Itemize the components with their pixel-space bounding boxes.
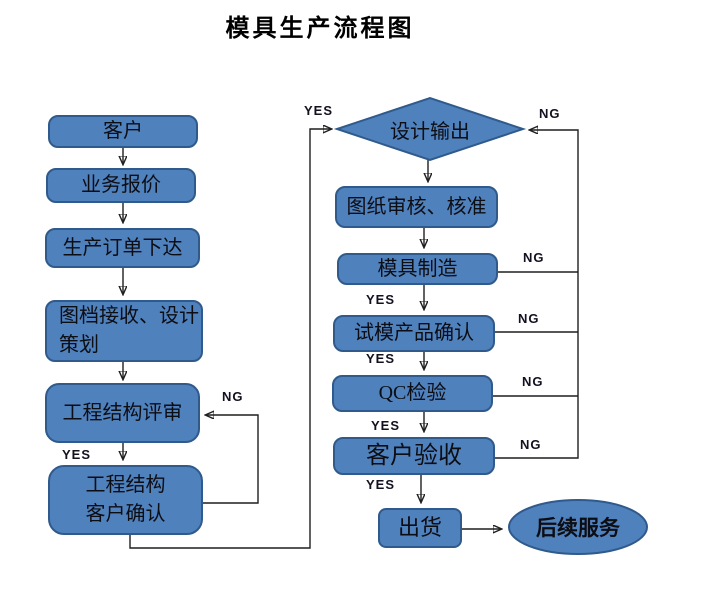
node-shipment: 出货 (378, 508, 462, 548)
node-qc-inspection: QC检验 (332, 375, 493, 412)
edge-confirm-design-yes (129, 129, 331, 549)
node-mold-manufacturing: 模具制造 (337, 253, 498, 285)
edge-confirm-review-ng (203, 415, 259, 504)
edge-label-yes: YES (366, 477, 396, 492)
edge-accept-ng-rail (495, 130, 579, 459)
node-customer: 客户 (48, 115, 198, 148)
edge-label-ng: NG (539, 106, 561, 121)
edge-label-yes: YES (366, 292, 396, 307)
node-drawing-approval: 图纸审核、核准 (335, 186, 498, 228)
edge-label-yes: YES (62, 447, 92, 462)
edge-label-yes: YES (371, 418, 401, 433)
edge-label-ng: NG (522, 374, 544, 389)
node-structure-review: 工程结构评审 (45, 383, 200, 443)
page-title: 模具生产流程图 (225, 16, 415, 42)
edge-label-yes: YES (366, 351, 396, 366)
edge-label-ng: NG (518, 311, 540, 326)
node-order: 生产订单下达 (45, 228, 200, 268)
node-trial-confirmation: 试模产品确认 (333, 315, 495, 352)
node-receive-design: 图档接收、设计 策划 (45, 300, 203, 362)
node-design-output-shape (333, 96, 527, 162)
node-after-service-shape (508, 499, 648, 555)
node-structure-confirm: 工程结构 客户确认 (48, 465, 203, 535)
edge-label-yes: YES (304, 103, 334, 118)
edge-label-ng: NG (222, 389, 244, 404)
node-customer-acceptance: 客户验收 (333, 437, 495, 475)
edge-label-ng: NG (523, 250, 545, 265)
edge-label-ng: NG (520, 437, 542, 452)
node-quote: 业务报价 (46, 168, 196, 203)
